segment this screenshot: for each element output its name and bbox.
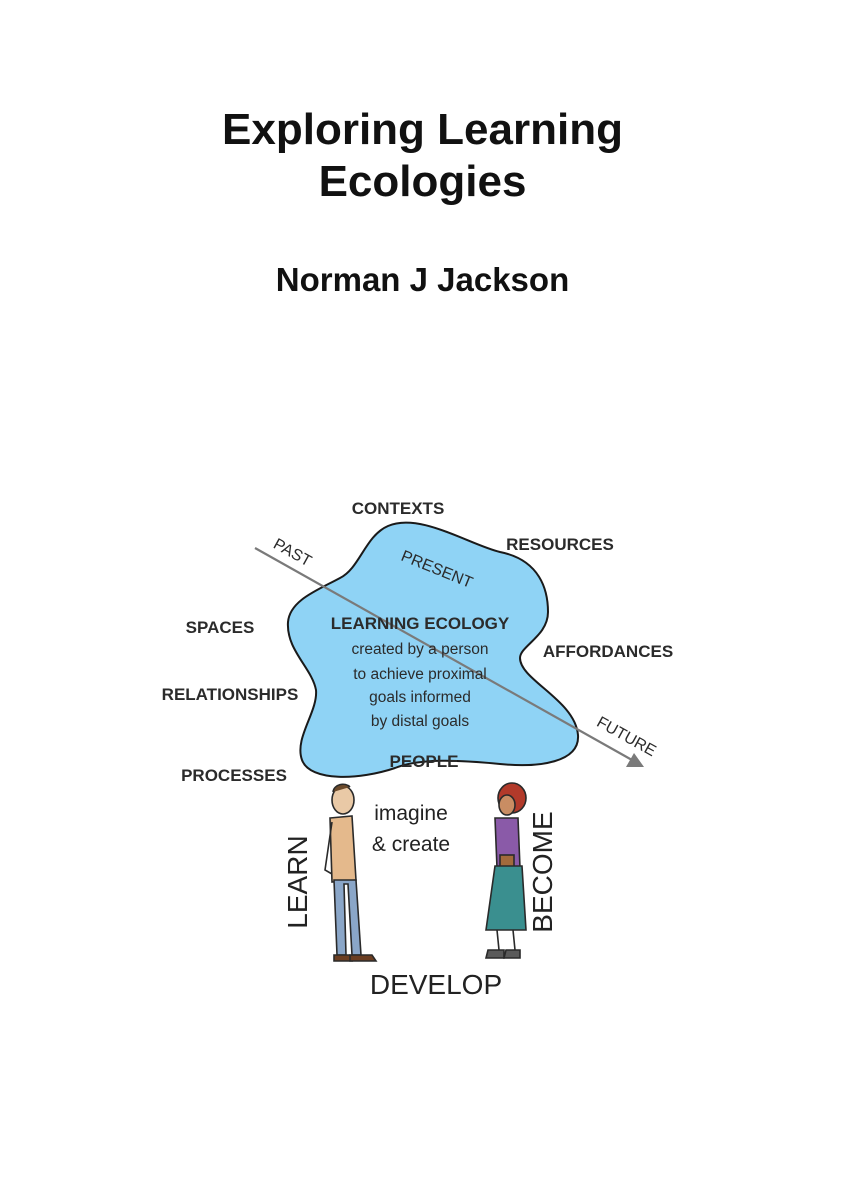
title-line-2: Ecologies	[318, 157, 527, 206]
label-past: PAST	[270, 536, 314, 571]
create-text: & create	[372, 833, 450, 856]
label-people: PEOPLE	[390, 752, 459, 771]
timeline-arrow-line	[254, 547, 633, 761]
blob-line-1: created by a person	[351, 641, 488, 658]
blob-line-2: to achieve proximal	[353, 666, 487, 683]
learn-vertical-text: LEARN	[282, 835, 313, 928]
develop-text: DEVELOP	[370, 969, 502, 1000]
label-resources: RESOURCES	[506, 535, 614, 554]
becomer-figure-icon	[484, 782, 527, 959]
learning-ecology-blob	[286, 521, 580, 778]
label-relationships: RELATIONSHIPS	[162, 685, 299, 704]
label-affordances: AFFORDANCES	[543, 642, 673, 661]
label-future: FUTURE	[594, 714, 659, 760]
blob-heading: LEARNING ECOLOGY	[331, 614, 510, 633]
title-line-1: Exploring Learning	[222, 105, 623, 154]
label-spaces: SPACES	[186, 618, 255, 637]
author-name: Norman J Jackson	[275, 261, 570, 298]
imagine-text: imagine	[374, 802, 448, 825]
become-vertical-text: BECOME	[527, 811, 558, 932]
label-contexts: CONTEXTS	[352, 499, 445, 518]
blob-line-3: goals informed	[369, 689, 471, 706]
blob-line-4: by distal goals	[371, 713, 469, 730]
learner-figure-icon	[324, 783, 378, 962]
label-processes: PROCESSES	[181, 766, 287, 785]
timeline-arrowhead-icon	[626, 753, 644, 767]
